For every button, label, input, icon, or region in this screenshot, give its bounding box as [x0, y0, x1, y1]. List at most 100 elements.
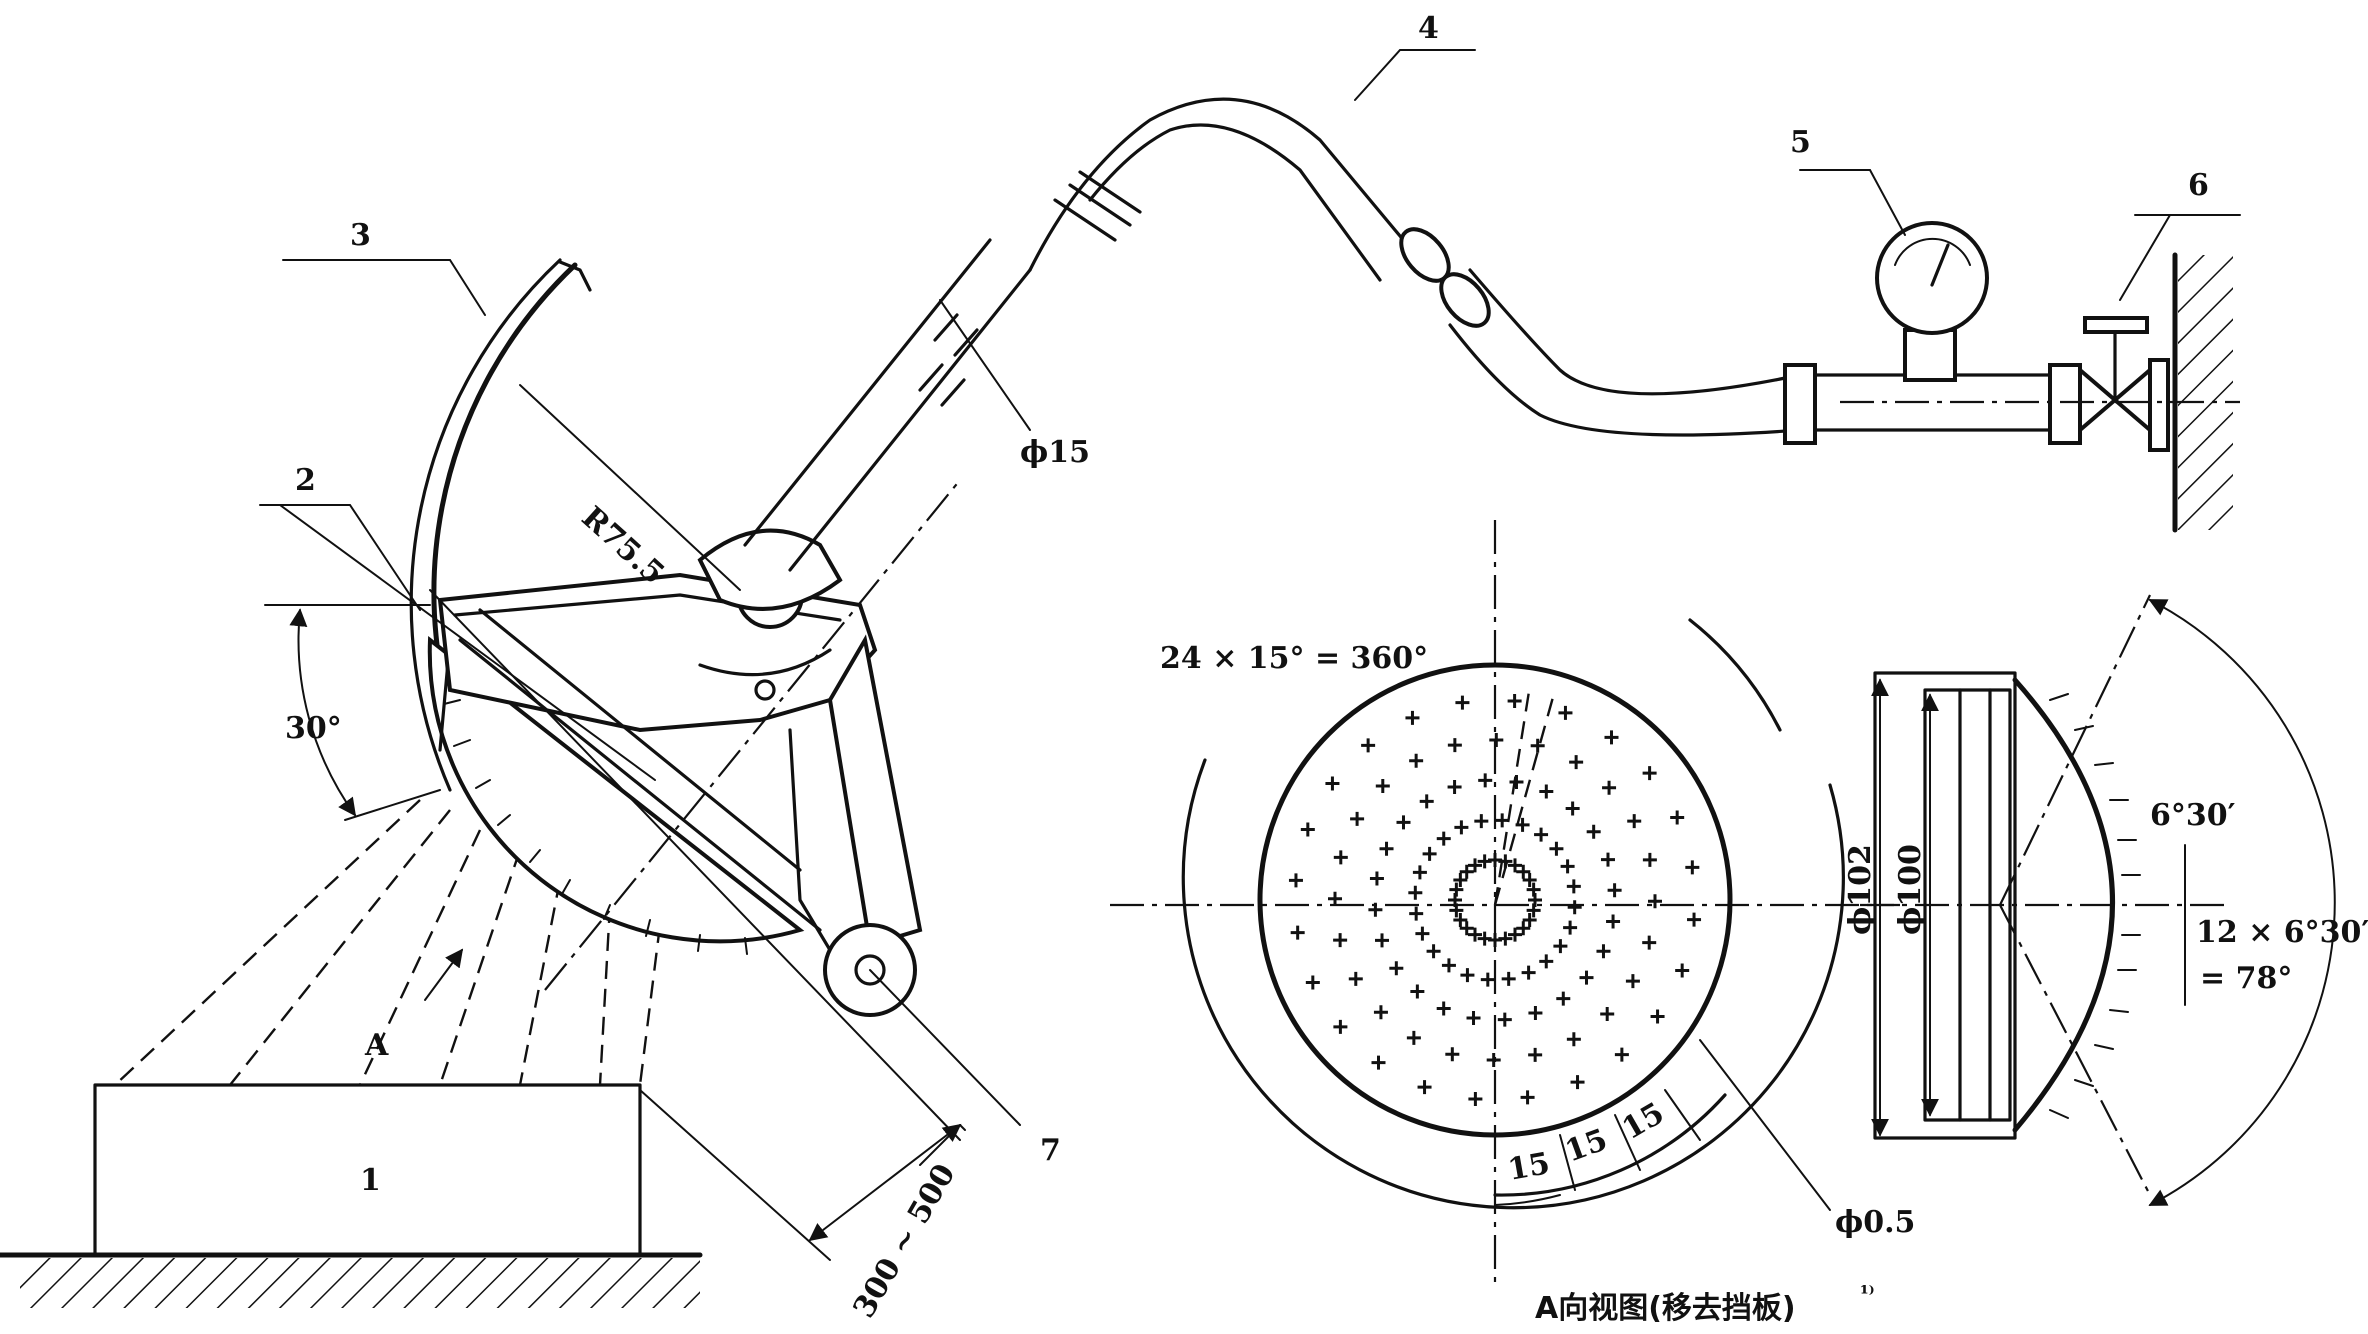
nozzle-hole — [1447, 780, 1462, 795]
nozzle-hole — [1670, 810, 1685, 825]
dim-outer-diameter: ϕ102 — [1843, 844, 1878, 935]
supply-pipe — [743, 97, 2240, 572]
nozzle-hole — [1375, 933, 1390, 948]
nozzle-hole — [1305, 975, 1320, 990]
nozzle-hole — [1526, 882, 1541, 897]
nozzle-hole — [1579, 970, 1594, 985]
nozzle-hole — [1596, 944, 1611, 959]
nozzle-hole — [1586, 824, 1601, 839]
nozzle-hole — [1553, 939, 1568, 954]
nozzle-hole — [1459, 864, 1474, 879]
nozzle-hole — [1405, 710, 1420, 725]
nozzle-hole — [1373, 1005, 1388, 1020]
nozzle-hole — [1604, 730, 1619, 745]
nozzle-hole — [1436, 1001, 1451, 1016]
dim-radius: R75.5 — [575, 500, 671, 592]
nozzle-hole — [1625, 974, 1640, 989]
spray-head-body — [427, 528, 923, 1017]
nozzle-hole — [1333, 850, 1348, 865]
nozzle-hole — [1522, 913, 1537, 927]
nozzle-hole — [1325, 776, 1340, 791]
label-part-6: 6 — [2188, 168, 2209, 203]
nozzle-hole — [1521, 965, 1536, 980]
nozzle-hole — [1522, 873, 1537, 887]
label-part-1: 1 — [360, 1163, 381, 1198]
nozzle-hole — [1454, 820, 1469, 835]
nozzle-hole — [1539, 784, 1554, 799]
nozzle-hole — [1447, 738, 1462, 753]
nozzle-hole — [1350, 811, 1365, 826]
nozzle-holes — [1288, 693, 1702, 1107]
nozzle-hole — [1409, 906, 1424, 921]
nozzle-hole — [1647, 894, 1662, 909]
dim-arc-15-a: 15 — [1505, 1146, 1552, 1188]
nozzle-hole — [1602, 780, 1617, 795]
nozzle-hole — [1567, 900, 1582, 915]
nozzle-hole — [1497, 1012, 1512, 1027]
nozzle-hole — [1406, 1030, 1421, 1045]
nozzle-hole — [1460, 968, 1475, 983]
nozzle-hole — [1486, 1052, 1501, 1067]
nozzle-hole — [1495, 813, 1510, 828]
nozzle-hole — [1453, 873, 1468, 887]
nozzle-hole — [1560, 859, 1575, 874]
nozzle-hole — [1558, 705, 1573, 720]
view-arrow-a — [424, 948, 464, 1001]
dim-distance: 300 ~ 500 — [847, 1158, 963, 1324]
nozzle-hole — [1516, 864, 1531, 879]
nozzle-hole — [1436, 831, 1451, 846]
nozzle-hole — [1441, 958, 1456, 973]
nozzle-hole — [1534, 827, 1549, 842]
nozzle-hole — [1480, 972, 1495, 987]
nozzle-hole — [1419, 794, 1434, 809]
nozzle-hole — [1410, 984, 1425, 999]
nozzle-hole — [1361, 738, 1376, 753]
nozzle-hole — [1455, 695, 1470, 710]
dim-pipe-diameter: ϕ15 — [1020, 435, 1090, 470]
label-part-2: 2 — [295, 463, 316, 498]
nozzle-hole — [1685, 860, 1700, 875]
specimen-block — [0, 1083, 703, 1308]
nozzle-hole — [1515, 817, 1530, 832]
nozzle-hole — [1675, 963, 1690, 978]
nozzle-hole — [1642, 766, 1657, 781]
nozzle-hole — [1459, 921, 1474, 936]
nozzle-hole — [1417, 1080, 1432, 1095]
nozzle-hole — [1600, 1007, 1615, 1022]
nozzle-hole — [1606, 914, 1621, 929]
view-a-nozzle-face — [1110, 520, 1900, 1290]
nozzle-hole — [1445, 1047, 1460, 1062]
wall — [2172, 252, 2233, 533]
nozzle-hole — [1477, 931, 1492, 946]
label-part-7: 7 — [1040, 1133, 1061, 1168]
dim-total-angle-line1: 12 × 6°30′ — [2196, 915, 2368, 950]
dim-hole-diameter: ϕ0.5 — [1835, 1205, 1915, 1240]
nozzle-hole — [1426, 944, 1441, 959]
nozzle-hole — [1333, 1019, 1348, 1034]
view-a-arc-dims — [1493, 1039, 1831, 1211]
nozzle-hole — [1566, 879, 1581, 894]
dim-arc-15-c: 15 — [1617, 1096, 1671, 1147]
nozzle-hole — [1508, 927, 1522, 942]
nozzle-hole — [1520, 1090, 1535, 1105]
nozzle-hole — [1478, 773, 1493, 788]
view-a-caption: A向视图(移去挡板) — [1535, 1291, 1796, 1326]
view-arrow-label: A — [364, 1028, 389, 1063]
nozzle-hole — [1516, 921, 1531, 936]
nozzle-hole — [1528, 1005, 1543, 1020]
nozzle-hole — [1565, 801, 1580, 816]
nozzle-hole — [1468, 858, 1482, 873]
nozzle-hole — [1563, 920, 1578, 935]
side-view-nozzle — [1860, 594, 2336, 1206]
nozzle-hole — [1348, 971, 1363, 986]
nozzle-hole — [1489, 733, 1504, 748]
nozzle-hole — [1412, 865, 1427, 880]
nozzle-hole — [1409, 753, 1424, 768]
dim-total-angle-line2: = 78° — [2200, 961, 2292, 996]
label-leaders — [259, 49, 2241, 611]
nozzle-hole — [1300, 822, 1315, 837]
nozzle-hole — [1375, 778, 1390, 793]
nozzle-hole — [1422, 846, 1437, 861]
pressure-gauge — [1875, 221, 1989, 335]
